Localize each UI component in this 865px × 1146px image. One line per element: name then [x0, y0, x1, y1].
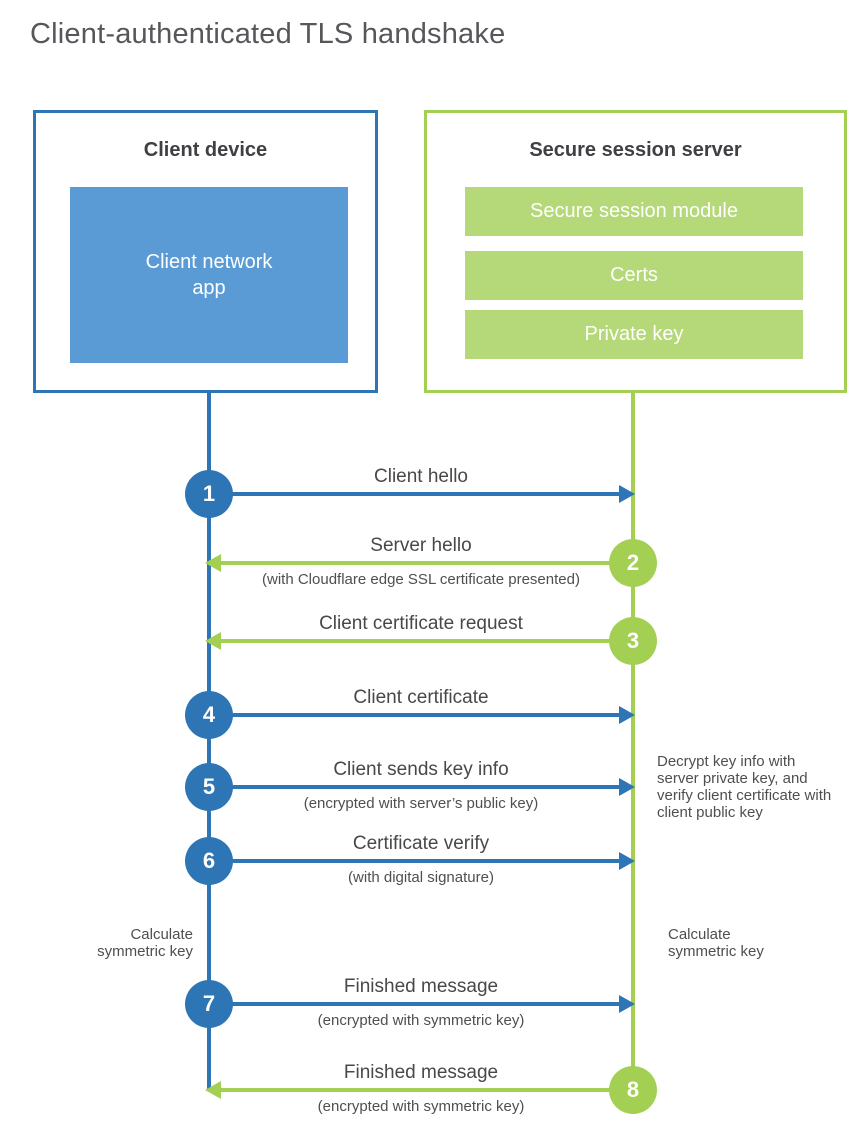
step-3-number: 3 [626, 628, 640, 653]
client-device-box: Client device Client network app [33, 110, 378, 393]
server-calculate-symmetric-key-note: Calculate symmetric key [668, 926, 764, 960]
step-4-arrow [211, 713, 619, 717]
step-3-arrow [221, 639, 633, 643]
step-7-circle: 7 [185, 980, 233, 1028]
step-8-circle: 8 [609, 1066, 657, 1114]
step-5-number: 5 [202, 774, 216, 799]
step-7-sublabel: (encrypted with symmetric key) [317, 1012, 525, 1029]
step-2-circle: 2 [609, 539, 657, 587]
step-1-arrow [211, 492, 619, 496]
step-2-arrowhead-icon [205, 554, 221, 572]
secure-session-server-title: Secure session server [529, 139, 742, 161]
step-7-arrowhead-icon [619, 995, 635, 1013]
step-5-sublabel: (encrypted with server’s public key) [303, 795, 539, 812]
private-key-bar: Private key [465, 310, 803, 359]
step-6-sublabel: (with digital signature) [348, 869, 494, 886]
server-lifeline [631, 391, 635, 1093]
step-7-label: Finished message [343, 976, 499, 997]
step-8-arrowhead-icon [205, 1081, 221, 1099]
secure-session-server-box: Secure session server Secure session mod… [424, 110, 847, 393]
step-1-circle: 1 [185, 470, 233, 518]
step-6-arrowhead-icon [619, 852, 635, 870]
step-2-sublabel: (with Cloudflare edge SSL certificate pr… [262, 571, 580, 588]
step-3-label: Client certificate request [319, 613, 523, 634]
step-2-number: 2 [626, 550, 640, 575]
client-device-title: Client device [143, 139, 268, 161]
step-6-arrow [211, 859, 619, 863]
step-6-label: Certificate verify [352, 833, 490, 854]
client-network-app-box: Client network app [70, 187, 348, 363]
step-4-arrowhead-icon [619, 706, 635, 724]
step-2-arrow [221, 561, 633, 565]
client-lifeline [207, 391, 211, 1090]
step-3-circle: 3 [609, 617, 657, 665]
step-8-label: Finished message [343, 1062, 499, 1083]
step-4-circle: 4 [185, 691, 233, 739]
step-5-circle: 5 [185, 763, 233, 811]
step-8-arrow [221, 1088, 633, 1092]
client-network-app-label: Client network app [145, 251, 273, 299]
client-calculate-symmetric-key-note: Calculate symmetric key [97, 926, 193, 960]
step-7-arrow [211, 1002, 619, 1006]
step-8-sublabel: (encrypted with symmetric key) [317, 1098, 525, 1115]
certs-bar: Certs [465, 251, 803, 300]
step-2-label: Server hello [370, 535, 472, 556]
secure-session-module-bar: Secure session module [465, 187, 803, 236]
step-4-label: Client certificate [353, 687, 489, 708]
step-8-number: 8 [626, 1077, 640, 1102]
page-title: Client-authenticated TLS handshake [30, 18, 506, 50]
step-5-label: Client sends key info [333, 759, 509, 780]
step-5-arrow [211, 785, 619, 789]
step-1-number: 1 [202, 481, 216, 506]
step-4-number: 4 [202, 702, 216, 727]
step-1-label: Client hello [374, 466, 468, 487]
step-3-arrowhead-icon [205, 632, 221, 650]
step-1-arrowhead-icon [619, 485, 635, 503]
step-7-number: 7 [202, 991, 216, 1016]
step-6-circle: 6 [185, 837, 233, 885]
server-decrypt-note: Decrypt key info with server private key… [657, 753, 832, 821]
step-5-arrowhead-icon [619, 778, 635, 796]
step-6-number: 6 [202, 848, 216, 873]
